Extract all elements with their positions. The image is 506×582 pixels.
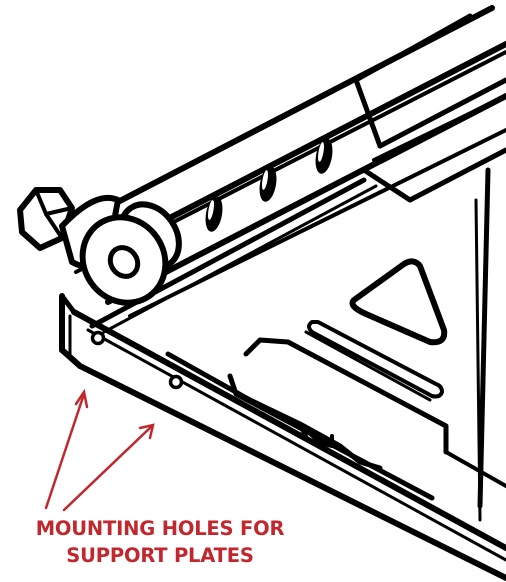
- callout-arrows: [44, 388, 155, 512]
- rail-box: [353, 13, 506, 203]
- flange: [165, 337, 506, 501]
- flange-tab: [298, 424, 334, 448]
- arrowhead-left: [74, 388, 89, 409]
- mounting-hole: [168, 374, 184, 390]
- rail-slots: [205, 138, 333, 232]
- triangle-cutout: [349, 258, 448, 346]
- callout-text-line-2: SUPPORT PLATES: [66, 544, 254, 567]
- arrowhead-right: [138, 423, 155, 440]
- rail-slot-highlights: [207, 142, 325, 220]
- bottom-rail: [59, 293, 506, 581]
- arrow-to-hole-right: [62, 424, 154, 512]
- slot-shadow: [304, 330, 432, 402]
- mounting-hole: [90, 330, 106, 346]
- horizontal-slot: [307, 320, 444, 399]
- bushing-bore: [107, 245, 141, 279]
- arrow-to-hole-left: [44, 392, 86, 510]
- callout-text-line-1: MOUNTING HOLES FOR: [35, 517, 285, 540]
- side-frame: [474, 167, 491, 522]
